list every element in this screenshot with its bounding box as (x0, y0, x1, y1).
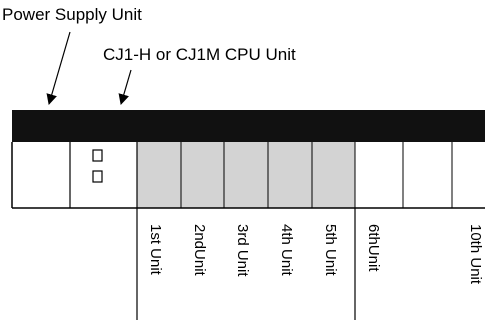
unit-label-3: 3rd Unit (234, 224, 251, 277)
unit-label-4: 4th Unit (278, 224, 295, 276)
cpu-unit-arrow (118, 69, 132, 106)
power-supply-arrow (46, 31, 71, 106)
unit-label-2: 2ndUnit (191, 224, 208, 276)
shaded-units-region (137, 142, 355, 208)
power-supply-label: Power Supply Unit (2, 5, 142, 24)
rack-top-bar (12, 110, 485, 142)
unit-label-1: 1st Unit (147, 224, 164, 275)
unit-label-5: 5th Unit (322, 224, 339, 276)
cpu-unit-label: CJ1-H or CJ1M CPU Unit (103, 45, 296, 64)
unit-label-10: 10th Unit (467, 224, 484, 285)
cpu-indicator-top (92, 149, 103, 162)
cpu-indicator-bottom (92, 170, 103, 183)
unit-label-6: 6thUnit (365, 224, 382, 272)
